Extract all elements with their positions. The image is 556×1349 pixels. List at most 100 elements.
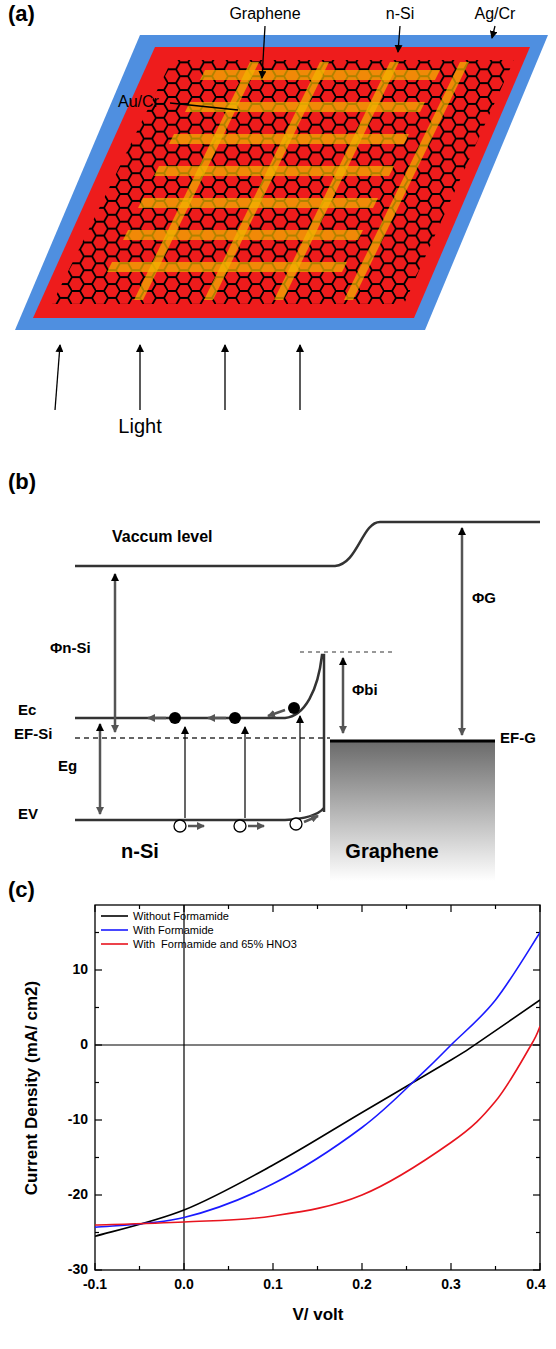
zero-voltage-line	[183, 905, 184, 1270]
excitation-arrows-part	[184, 727, 185, 818]
leader-lines-part	[398, 26, 400, 52]
material-name: n-Si	[121, 840, 159, 862]
jv-curves	[95, 933, 540, 1237]
tick-label: 0.4	[526, 1277, 545, 1292]
tick-mark	[536, 1007, 540, 1008]
tick-mark	[533, 1194, 540, 1195]
tick-mark	[406, 905, 407, 909]
tick-label: 0.1	[263, 1277, 282, 1292]
graphene-mesh	[30, 55, 530, 310]
light-arrows-part	[139, 345, 140, 410]
graphene-states	[330, 741, 495, 881]
tick-mark	[317, 1266, 318, 1270]
tick-mark	[533, 1269, 540, 1270]
au-cr-grid-part	[204, 62, 329, 300]
tick-mark	[539, 1263, 540, 1270]
leader-lines-part	[262, 26, 265, 78]
tick-mark	[95, 1007, 99, 1008]
part-name: n-Si	[386, 5, 414, 23]
fermi-level-graphene	[330, 740, 495, 743]
excitation-arrows-part	[244, 727, 245, 818]
tick-label: 0.0	[174, 1277, 193, 1292]
energy-label: EF-Si	[14, 726, 52, 743]
light-arrows-part	[299, 345, 300, 410]
legend-line	[101, 929, 128, 931]
panel-letter: (c)	[8, 878, 35, 902]
energy-label: Eg	[58, 758, 77, 775]
leader-lines-part	[492, 26, 495, 38]
tick-mark	[533, 1119, 540, 1120]
legend-text: Without Formamide	[133, 910, 229, 922]
valence-band	[75, 808, 324, 820]
tick-label: 10	[72, 962, 88, 977]
tick-label: -0.1	[83, 1277, 107, 1292]
tick-mark	[95, 1082, 99, 1083]
tick-mark	[361, 905, 362, 912]
holes-part	[188, 816, 318, 826]
legend-text: With Formamide and 65% HNO3	[133, 938, 297, 950]
tick-mark	[536, 1082, 540, 1083]
energy-arrows-part	[461, 528, 464, 735]
leader-lines	[170, 26, 495, 110]
energy-label: Φn-Si	[50, 640, 91, 657]
barrier-top	[300, 651, 395, 652]
light-arrows	[55, 345, 300, 410]
jv-chart	[95, 905, 540, 1270]
holes-part	[234, 820, 246, 832]
jv-curve	[95, 1000, 540, 1236]
tick-label: 0.2	[352, 1277, 371, 1292]
fermi-level-si	[75, 737, 330, 739]
device-schematic	[15, 26, 548, 410]
energy-label: Ec	[18, 702, 36, 719]
light-arrows-part	[55, 345, 60, 410]
holes-part-part	[304, 816, 318, 822]
tick-mark	[95, 1157, 99, 1158]
holes-part	[290, 818, 302, 830]
tick-mark	[361, 1263, 362, 1270]
energy-label: EV	[18, 806, 38, 823]
electrons-part	[229, 712, 241, 724]
jv-curve	[95, 933, 540, 1228]
tick-mark	[228, 905, 229, 909]
energy-arrows	[100, 528, 462, 814]
part-name: Ag/Cr	[475, 5, 516, 23]
tick-mark	[495, 1266, 496, 1270]
electrons-part-part	[208, 717, 226, 720]
tick-mark	[139, 905, 140, 909]
au-cr-grid-part	[344, 62, 469, 300]
light-arrows-part	[224, 345, 225, 410]
electrons-part	[148, 710, 285, 718]
energy-arrows-part	[114, 574, 117, 732]
energy-label: ΦG	[472, 590, 496, 607]
tick-label: 0	[80, 1037, 88, 1052]
holes	[174, 816, 318, 832]
electrons-part	[169, 712, 181, 724]
electrons-part	[288, 702, 300, 714]
tick-mark	[536, 1232, 540, 1233]
electrons-part-part	[148, 717, 166, 720]
axis-ticks	[95, 905, 540, 1270]
tick-mark	[272, 1263, 273, 1270]
tick-mark	[406, 1266, 407, 1270]
part-name: Au/Cr	[118, 93, 159, 111]
holes-part-part	[188, 825, 204, 828]
axis-title: Current Density (mA/ cm2)	[23, 981, 42, 1195]
tick-mark	[95, 1232, 99, 1233]
tick-mark	[95, 1269, 102, 1270]
tick-mark	[95, 932, 99, 933]
energy-arrows-part	[99, 724, 102, 814]
conduction-band	[75, 655, 324, 812]
au-cr-grid	[107, 62, 469, 300]
tick-mark	[495, 905, 496, 909]
legend-text: With Formamide	[133, 924, 214, 936]
tick-mark	[450, 1263, 451, 1270]
leader-lines-part	[170, 103, 238, 110]
band-diagram	[75, 522, 540, 881]
tick-label: -30	[68, 1262, 88, 1277]
material-name: Graphene	[345, 840, 438, 862]
light-label: Light	[118, 415, 161, 437]
electrons	[148, 702, 300, 724]
tick-mark	[139, 1266, 140, 1270]
panel-letter: (b)	[8, 470, 36, 494]
